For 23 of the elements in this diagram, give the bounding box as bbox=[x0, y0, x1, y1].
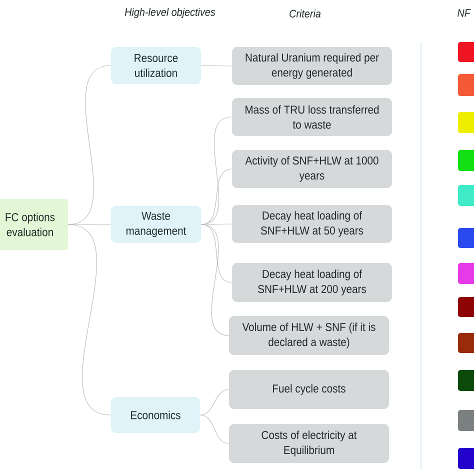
objective-box: Economics bbox=[111, 397, 200, 433]
connector-line bbox=[200, 389, 230, 416]
objective-box: Waste management bbox=[111, 206, 201, 243]
criterion-box: Mass of TRU loss transferred to waste bbox=[232, 98, 392, 136]
column-heading: High-level objectives bbox=[124, 8, 216, 18]
criterion-box: Natural Uranium required per energy generated bbox=[232, 47, 392, 85]
connector-line bbox=[200, 224, 230, 336]
connector-line bbox=[200, 224, 232, 225]
connector-line bbox=[68, 224, 112, 416]
objective-box: Resource utilization bbox=[111, 47, 201, 84]
criterion-box: Fuel cycle costs bbox=[229, 370, 389, 409]
column-heading: NF bbox=[458, 9, 471, 17]
criterion-box: Decay heat loading of SNF+HLW at 50 years bbox=[232, 205, 392, 243]
column-heading: Criteria bbox=[290, 9, 321, 18]
connector-line bbox=[200, 224, 232, 283]
criterion-box: Costs of electricity at Equilibrium bbox=[229, 424, 389, 463]
connector-line bbox=[200, 65, 232, 66]
criterion-box: Decay heat loading of SNF+HLW at 200 years bbox=[232, 263, 392, 302]
criterion-box: Activity of SNF+HLW at 1000 years bbox=[232, 150, 392, 188]
connector-line bbox=[68, 224, 112, 225]
root-box: FC options evaluation bbox=[0, 199, 68, 250]
connector-line bbox=[200, 414, 230, 444]
criterion-box: Volume of HLW + SNF (if it is declared a waste) bbox=[229, 316, 389, 355]
